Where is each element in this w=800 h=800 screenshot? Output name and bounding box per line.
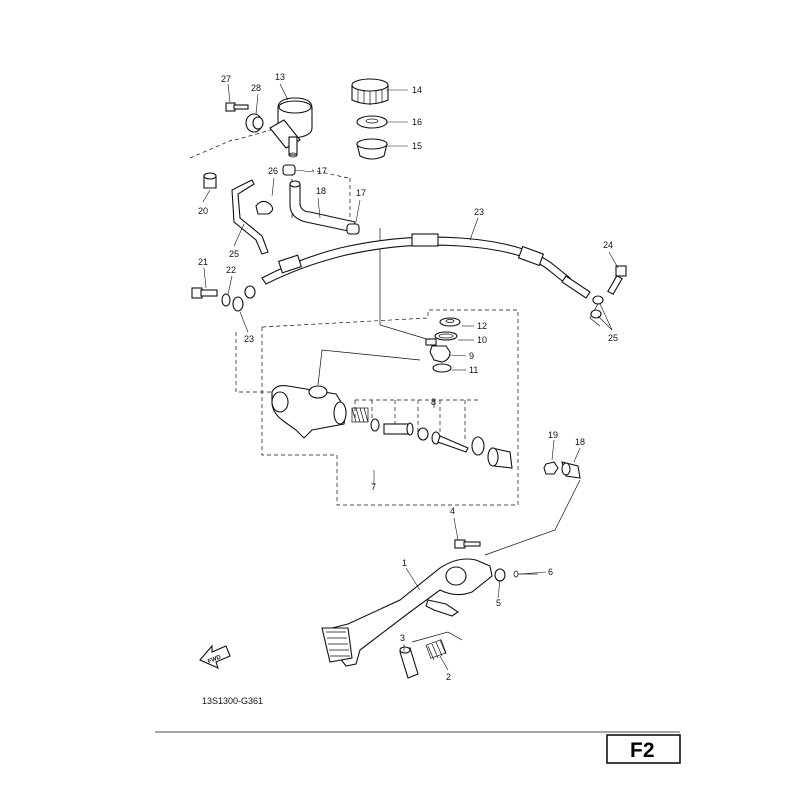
master-cylinder-body-part bbox=[271, 385, 347, 439]
o-ring-11-part bbox=[432, 363, 452, 373]
washer-26-part bbox=[590, 295, 604, 319]
callout-20: 19 bbox=[548, 430, 558, 440]
page-label: F2 bbox=[630, 739, 655, 762]
drawing-code: 13S1300-G361 bbox=[202, 696, 263, 706]
page-label-box bbox=[606, 734, 681, 764]
callout-4: 4 bbox=[450, 506, 455, 516]
callout-26: 25 bbox=[608, 333, 618, 343]
hose-clip-17a-part bbox=[282, 164, 296, 176]
collar-21-part bbox=[203, 172, 217, 189]
hose-banjo-part bbox=[244, 285, 256, 299]
callout-labels: 27 28 13 14 16 15 17 18 17 26 20 25 21 2… bbox=[198, 72, 618, 682]
callout-28: 26 bbox=[268, 166, 278, 176]
callout-13: 13 bbox=[275, 72, 285, 82]
collar-3-part bbox=[399, 646, 419, 679]
fwd-arrow-icon: FWD bbox=[199, 644, 231, 670]
pushrod-part bbox=[431, 431, 469, 453]
fwd-label: FWD bbox=[207, 654, 223, 665]
banjo-bolt-22-part bbox=[191, 287, 218, 299]
clip-28-part bbox=[255, 200, 274, 215]
callout-29: 27 bbox=[221, 74, 231, 84]
callout-15: 15 bbox=[412, 141, 422, 151]
callout-23-upper: 22 bbox=[226, 265, 236, 275]
callout-11: 11 bbox=[469, 365, 478, 375]
reservoir-tank-part bbox=[269, 97, 313, 158]
callout-14: 14 bbox=[412, 85, 422, 95]
leader-lines bbox=[202, 83, 619, 671]
reservoir-cap-part bbox=[351, 78, 389, 105]
callout-12: 12 bbox=[477, 321, 487, 331]
callout-5: 5 bbox=[496, 598, 501, 608]
callout-1: 1 bbox=[402, 558, 407, 568]
cotter-pin-part bbox=[513, 570, 538, 578]
assembly-guides bbox=[189, 127, 601, 643]
spring-part bbox=[351, 407, 369, 423]
callout-27: 25 bbox=[229, 249, 239, 259]
callout-19: 18 bbox=[575, 437, 585, 447]
hose-clip-17b-part bbox=[346, 223, 360, 235]
callout-25: 24 bbox=[603, 240, 613, 250]
grommet-30-part bbox=[245, 113, 264, 133]
brake-pedal-part bbox=[321, 558, 493, 667]
callout-21: 20 bbox=[198, 206, 208, 216]
callout-9: 9 bbox=[469, 351, 474, 361]
nut-20-part bbox=[543, 461, 559, 475]
reservoir-hose-part bbox=[289, 180, 356, 233]
brake-hose-24-part bbox=[261, 233, 591, 299]
circlip-10-part bbox=[434, 331, 458, 341]
callout-22: 21 bbox=[198, 257, 208, 267]
boot-part bbox=[487, 447, 513, 469]
banjo-bolt-25-part bbox=[607, 265, 627, 296]
callout-17-upper: 17 bbox=[317, 166, 327, 176]
callout-8: 8 bbox=[431, 397, 436, 407]
callout-3: 3 bbox=[400, 633, 405, 643]
callout-30: 28 bbox=[251, 83, 261, 93]
washer-5-part bbox=[494, 568, 506, 582]
callout-17-lower: 17 bbox=[356, 188, 366, 198]
callout-10: 10 bbox=[477, 335, 487, 345]
bolt-29-part bbox=[225, 102, 249, 112]
washer-23b-part bbox=[232, 296, 244, 312]
cap-12-part bbox=[439, 317, 461, 327]
callout-7: 7 bbox=[371, 482, 376, 492]
plate-16-part bbox=[356, 115, 388, 129]
callout-6: 6 bbox=[548, 567, 553, 577]
callout-24: 23 bbox=[474, 207, 484, 217]
callout-2: 2 bbox=[446, 672, 451, 682]
callout-16: 16 bbox=[412, 117, 422, 127]
hose-joint-9-part bbox=[425, 338, 451, 363]
pivot-bolt-4-part bbox=[454, 539, 481, 549]
cup-part bbox=[370, 418, 380, 432]
joint-19-part bbox=[561, 461, 581, 479]
washer-23a-part bbox=[221, 293, 231, 307]
callout-23-lower: 23 bbox=[244, 334, 254, 344]
circlip-part bbox=[471, 436, 485, 456]
callout-18: 18 bbox=[316, 186, 326, 196]
seal-part bbox=[417, 427, 429, 441]
piston-part bbox=[383, 422, 414, 436]
return-spring-part bbox=[425, 639, 447, 661]
diaphragm-15-part bbox=[356, 138, 388, 160]
bracket-27-part bbox=[231, 179, 269, 255]
